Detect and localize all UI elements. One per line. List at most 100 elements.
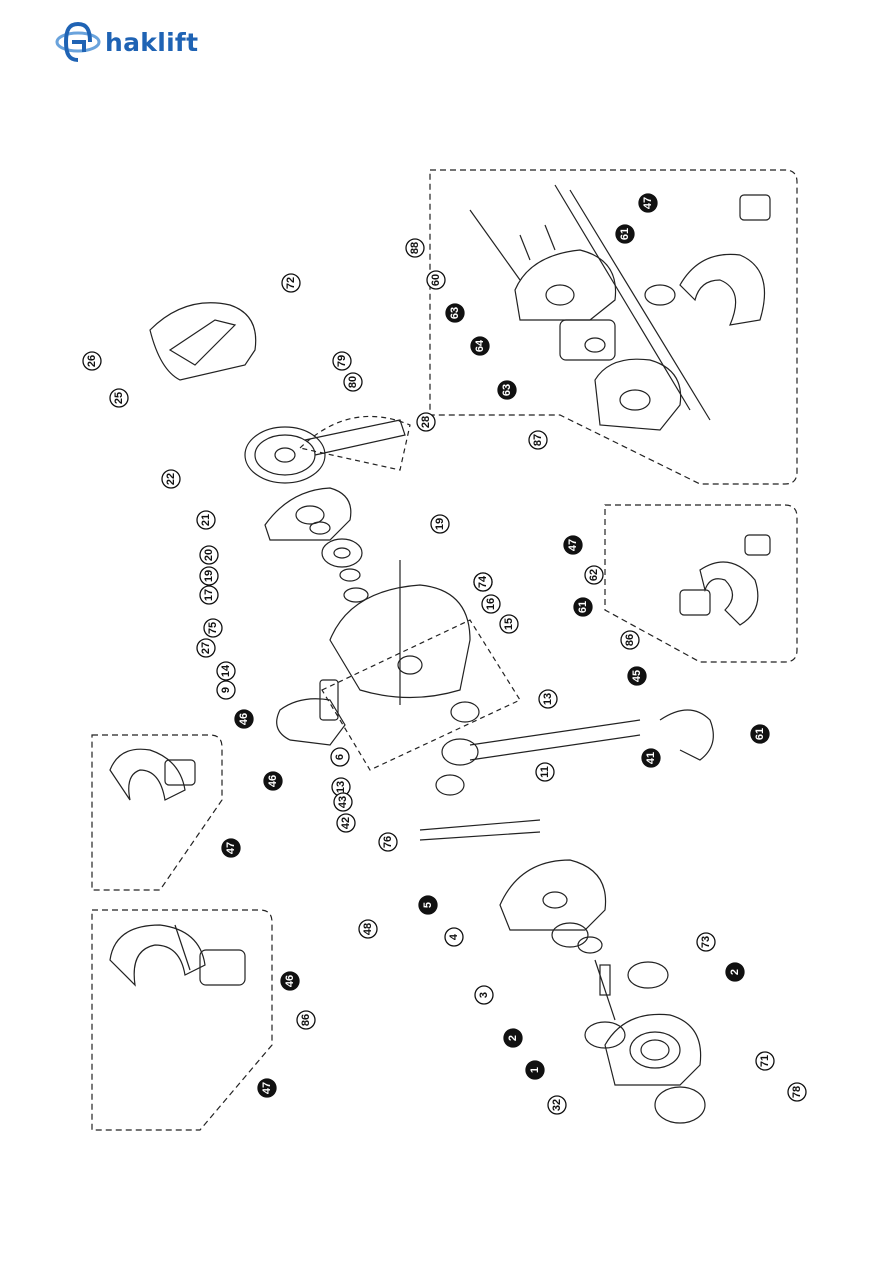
callout-1: 1 xyxy=(525,1060,545,1080)
callout-60: 60 xyxy=(426,270,446,290)
callout-72: 72 xyxy=(281,273,301,293)
callout-number: 47 xyxy=(261,1082,273,1094)
callout-22: 22 xyxy=(161,469,181,489)
callout-61: 61 xyxy=(615,224,635,244)
callout-64: 64 xyxy=(470,336,490,356)
callout-41: 41 xyxy=(641,748,661,768)
gear-2-left-part xyxy=(584,1021,626,1049)
callout-number: 11 xyxy=(539,766,551,778)
callout-47: 47 xyxy=(638,193,658,213)
callout-number: 74 xyxy=(477,575,489,588)
callout-number: 47 xyxy=(567,539,579,551)
callout-number: 48 xyxy=(362,923,374,935)
ratchet-gear-part xyxy=(321,538,363,568)
callout-20: 20 xyxy=(199,545,219,565)
callout-number: 17 xyxy=(203,589,215,601)
callout-number: 76 xyxy=(382,836,394,848)
gear-4-part xyxy=(551,922,589,948)
callout-number: 79 xyxy=(336,355,348,367)
callout-79: 79 xyxy=(332,351,352,371)
group-outline-hook-left-upper xyxy=(91,734,223,891)
callout-number: 2 xyxy=(507,1035,519,1041)
callout-86: 86 xyxy=(296,1010,316,1030)
name-plate-part xyxy=(654,1086,706,1124)
callout-2: 2 xyxy=(503,1028,523,1048)
callout-number: 61 xyxy=(619,228,631,240)
callout-number: 41 xyxy=(645,752,657,764)
callout-5: 5 xyxy=(418,895,438,915)
callout-3: 3 xyxy=(474,985,494,1005)
callout-47: 47 xyxy=(257,1078,277,1098)
brand-name: haklift xyxy=(105,27,199,57)
callout-number: 60 xyxy=(430,274,442,286)
callout-11: 11 xyxy=(535,762,555,782)
callout-number: 9 xyxy=(220,687,232,693)
callout-number: 61 xyxy=(754,728,766,740)
callout-26: 26 xyxy=(82,351,102,371)
load-chain-part xyxy=(469,719,641,761)
callout-48: 48 xyxy=(358,919,378,939)
callout-27: 27 xyxy=(196,638,216,658)
callout-4: 4 xyxy=(444,927,464,947)
frame-60-part xyxy=(514,249,617,321)
callout-number: 4 xyxy=(448,933,460,940)
callout-number: 3 xyxy=(478,992,490,998)
callout-number: 27 xyxy=(200,642,212,654)
callout-number: 15 xyxy=(503,618,515,630)
callout-42: 42 xyxy=(336,813,356,833)
callout-19: 19 xyxy=(199,566,219,586)
callout-number: 2 xyxy=(729,969,741,975)
callout-number: 32 xyxy=(551,1099,563,1111)
callout-46: 46 xyxy=(234,709,254,729)
callout-61: 61 xyxy=(750,724,770,744)
callout-63: 63 xyxy=(445,303,465,323)
top-hook-part xyxy=(276,698,346,746)
callout-number: 87 xyxy=(532,434,544,446)
callout-number: 46 xyxy=(267,775,279,787)
callout-number: 13 xyxy=(542,693,554,705)
callout-number: 64 xyxy=(474,339,486,352)
callout-number: 63 xyxy=(501,384,513,396)
callout-2: 2 xyxy=(725,962,745,982)
callout-46: 46 xyxy=(280,971,300,991)
callout-number: 43 xyxy=(337,796,349,808)
callout-73: 73 xyxy=(696,932,716,952)
load-sheave-part xyxy=(441,738,479,766)
callout-47: 47 xyxy=(221,838,241,858)
hand-chain-wheel-part xyxy=(244,426,326,484)
callout-13: 13 xyxy=(538,689,558,709)
callout-6: 6 xyxy=(330,747,350,767)
callout-number: 61 xyxy=(577,601,589,613)
callout-number: 75 xyxy=(207,622,219,634)
callout-71: 71 xyxy=(755,1051,775,1071)
callout-47: 47 xyxy=(563,535,583,555)
callout-number: 6 xyxy=(334,754,346,760)
callout-15: 15 xyxy=(499,614,519,634)
group-outline-hook-bottom-top xyxy=(429,169,798,485)
callout-number: 47 xyxy=(225,842,237,854)
pinion-shaft-part xyxy=(594,959,616,1021)
group-outline-chain-loop xyxy=(298,415,411,471)
callout-32: 32 xyxy=(547,1095,567,1115)
callout-76: 76 xyxy=(378,832,398,852)
group-outline-shaft xyxy=(321,619,521,771)
hook-top-right-part xyxy=(679,253,766,326)
callout-88: 88 xyxy=(405,238,425,258)
callout-number: 73 xyxy=(700,936,712,948)
callout-75: 75 xyxy=(203,618,223,638)
callout-number: 14 xyxy=(220,664,232,677)
callout-16: 16 xyxy=(481,594,501,614)
callout-number: 78 xyxy=(791,1086,803,1098)
callout-number: 20 xyxy=(203,549,215,561)
callout-46: 46 xyxy=(263,771,283,791)
gear-box-part xyxy=(604,1013,702,1086)
callout-19: 19 xyxy=(430,514,450,534)
hand-chain-part xyxy=(304,419,406,456)
callout-number: 21 xyxy=(200,514,212,526)
callout-87: 87 xyxy=(528,430,548,450)
callout-number: 63 xyxy=(449,307,461,319)
ratchet-cover-part xyxy=(264,487,352,541)
callout-number: 86 xyxy=(300,1014,312,1026)
callout-number: 26 xyxy=(86,355,98,367)
